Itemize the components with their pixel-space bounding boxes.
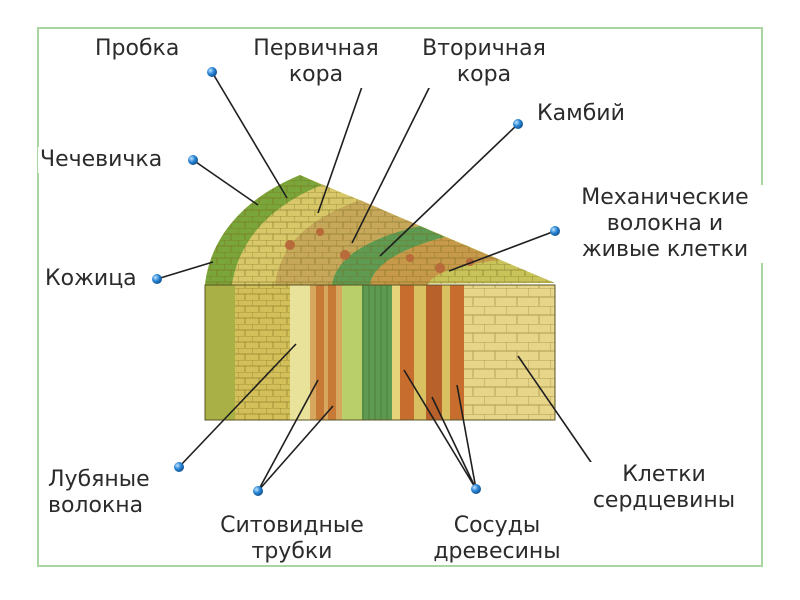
top-face [205,175,555,285]
label-pervichnaya-kora: Первичная кора [235,36,397,88]
frame-border [37,27,763,567]
marker-mekhanicheskie [550,226,560,236]
label-vtorichnaya-kora: Вторичная кора [403,36,565,88]
label-sitovidnye-line-1: Ситовидные [220,513,364,538]
label-serdtseviny-line-1: Клетки [622,462,706,487]
label-lubyanye-line-1: Лубяные [48,467,150,492]
label-lubyanye: Лубяные волокна [46,467,152,519]
label-mekhanicheskie-line-2: волокна и [606,211,724,236]
marker-kozhitsa [152,274,162,284]
pointer-lines [156,71,596,492]
label-pervichnaya-kora-line-2: кора [288,62,344,87]
label-mekhanicheskie-line-3: живые клетки [581,237,749,262]
label-mekhanicheskie: Механические волокна и живые клетки [563,185,767,263]
label-mekhanicheskie-line-1: Механические [581,185,749,210]
label-sitovidnye: Ситовидные трубки [200,513,384,565]
label-pervichnaya-kora-line-1: Первичная [253,36,379,61]
label-chechevichka: Чечевичка [38,147,165,173]
label-serdtseviny-line-2: сердцевины [592,488,736,513]
label-probka: Пробка [93,36,182,62]
label-vtorichnaya-kora-line-2: кора [456,62,512,87]
label-kozhitsa: Кожица [43,266,139,292]
label-vtorichnaya-kora-line-1: Вторичная [422,36,546,61]
marker-lubyanye [174,462,184,472]
label-lubyanye-line-2: волокна [48,493,144,518]
label-serdtseviny: Клетки сердцевины [582,462,746,514]
label-sosudy-line-2: древесины [433,539,561,564]
marker-kambiy [513,119,523,129]
marker-probka [207,67,217,77]
label-sitovidnye-line-2: трубки [251,539,333,564]
label-sosudy: Сосуды древесины [410,513,584,565]
front-face [204,284,556,421]
label-kambiy: Камбий [535,101,627,127]
marker-sitovidnye [253,486,263,496]
label-sosudy-line-1: Сосуды [453,513,541,538]
marker-sosudy [471,484,481,494]
marker-chechevichka [188,155,198,165]
